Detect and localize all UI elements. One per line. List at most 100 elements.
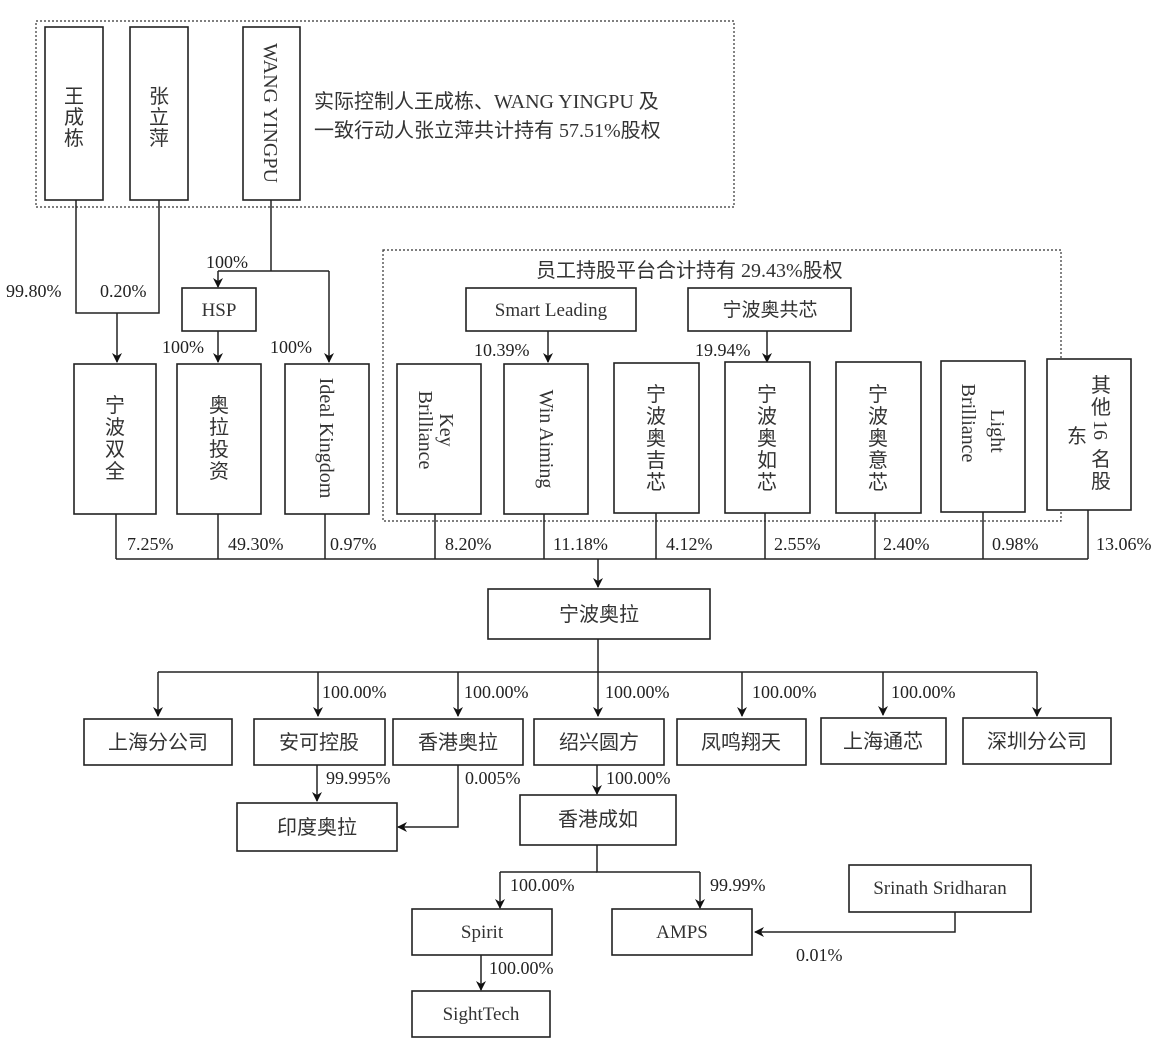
subsidiary-anke-holding-box: 安可控股 — [253, 718, 386, 766]
box-label: 香港奥拉 — [418, 731, 498, 754]
controllers-caption-line2: 一致行动人张立萍共计持有 57.51%股权 — [314, 119, 661, 142]
box-label: AMPS — [656, 922, 708, 943]
name-char: 张 — [149, 85, 169, 108]
shareholder-ningbo-aoyixin-box: 宁 波 奥 意 芯 — [835, 361, 922, 514]
name-char: 宁 — [868, 383, 888, 406]
name-char: 宁 — [757, 383, 777, 406]
hsp-box: HSP — [181, 287, 257, 332]
pct-label: 100.00% — [891, 682, 956, 702]
pct-label: 0.20% — [100, 281, 147, 301]
controller-wang-chengdong-box: 王 成 栋 — [44, 26, 104, 201]
box-label: Smart Leading — [495, 300, 608, 321]
connector — [596, 845, 700, 873]
pct-label: 100.00% — [752, 682, 817, 702]
name-vertical: WANG YINGPU — [259, 43, 281, 183]
pct-label: 100% — [270, 337, 312, 357]
name-char: 如 — [757, 449, 777, 472]
name-char: 立 — [149, 106, 169, 129]
pct-label: 100% — [162, 337, 204, 357]
name-vertical-line1: Light — [986, 409, 1008, 453]
name-char: 16 — [1089, 420, 1111, 440]
box-label: SightTech — [443, 1004, 520, 1025]
pct-label: 99.99% — [710, 875, 766, 895]
amps-box: AMPS — [611, 908, 753, 956]
shareholder-aola-investment-box: 奥 拉 投 资 — [176, 363, 262, 515]
box-label: Srinath Sridharan — [873, 878, 1007, 899]
box-label: 印度奥拉 — [277, 816, 357, 839]
pct-label: 99.80% — [6, 281, 62, 301]
name-vertical-line1: Key — [435, 413, 457, 446]
controller-zhang-liping-box: 张 立 萍 — [129, 26, 189, 201]
name-char: 全 — [105, 460, 125, 483]
pct-label: 0.97% — [330, 534, 377, 554]
controllers-caption-line1: 实际控制人王成栋、WANG YINGPU 及 — [314, 90, 659, 113]
shareholder-ningbo-shuangquan-box: 宁 波 双 全 — [73, 363, 157, 515]
name-char: 名 — [1091, 448, 1111, 471]
shareholder-ideal-kingdom-box: Ideal Kingdom — [284, 363, 370, 515]
shareholder-bus-lines — [115, 510, 1089, 560]
subsidiary-bus-lines — [158, 639, 1037, 673]
smart-leading-box: Smart Leading — [465, 287, 637, 332]
pct-label: 8.20% — [445, 534, 492, 554]
name-char: 芯 — [868, 471, 888, 494]
name-char: 奥 — [646, 427, 666, 450]
pct-label: 0.98% — [992, 534, 1039, 554]
name-char: 波 — [868, 405, 888, 428]
srinath-sridharan-box: Srinath Sridharan — [848, 864, 1032, 913]
pct-label: 100.00% — [489, 958, 554, 978]
name-char: 双 — [105, 439, 125, 461]
pct-label: 100.00% — [322, 682, 387, 702]
shareholder-light-brilliance-box: Light Brilliance — [940, 360, 1026, 513]
arrow — [397, 765, 459, 832]
box-label: 绍兴圆方 — [559, 731, 639, 754]
pct-label: 100.00% — [510, 875, 575, 895]
name-char: 成 — [64, 106, 84, 129]
employee-group-caption: 员工持股平台合计持有 29.43%股权 — [536, 259, 843, 282]
pct-label: 49.30% — [228, 534, 284, 554]
pct-label: 100% — [206, 252, 248, 272]
name-char: 东 — [1067, 425, 1087, 448]
box-label: 凤鸣翔天 — [701, 731, 781, 754]
shareholder-other-16-box: 其 他 16 名 股 东 — [1046, 358, 1132, 511]
name-char: 栋 — [64, 127, 84, 150]
name-char: 奥 — [209, 394, 229, 417]
name-char: 意 — [868, 449, 888, 472]
box-label: 上海分公司 — [108, 731, 208, 754]
box-label: 深圳分公司 — [987, 730, 1087, 753]
subsidiary-shenzhen-branch-box: 深圳分公司 — [962, 717, 1112, 765]
name-char: 波 — [757, 405, 777, 428]
shareholder-key-brilliance-box: Key Brilliance — [396, 363, 482, 515]
name-char: 奥 — [757, 427, 777, 450]
pct-label: 2.55% — [774, 534, 821, 554]
hsp-label: HSP — [202, 300, 237, 321]
box-label: Spirit — [461, 922, 504, 943]
sighttech-box: SightTech — [411, 990, 551, 1038]
name-char: 王 — [64, 86, 84, 108]
name-char: 奥 — [868, 427, 888, 450]
name-char: 宁 — [105, 394, 125, 417]
arrow — [754, 912, 956, 937]
india-aola-box: 印度奥拉 — [236, 802, 398, 852]
pct-label: 13.06% — [1096, 534, 1152, 554]
subsidiary-shanghai-branch-box: 上海分公司 — [83, 718, 233, 766]
pct-label: 7.25% — [127, 534, 174, 554]
hk-chengru-box: 香港成如 — [519, 794, 677, 846]
name-vertical: Win Aiming — [535, 390, 557, 489]
name-char: 投 — [209, 438, 229, 461]
pct-label: 0.01% — [796, 945, 843, 965]
pct-label: 99.995% — [326, 768, 391, 788]
pct-label: 2.40% — [883, 534, 930, 554]
name-char: 吉 — [646, 449, 666, 472]
pct-label: 4.12% — [666, 534, 713, 554]
subsidiary-shaoxing-yuanfang-box: 绍兴圆方 — [533, 718, 665, 766]
name-char: 萍 — [149, 127, 169, 150]
box-label: 香港成如 — [558, 808, 638, 831]
name-vertical-line2: Brilliance — [414, 391, 436, 470]
name-char: 宁 — [646, 383, 666, 406]
name-char: 波 — [105, 416, 125, 439]
company-ningbo-aola-box: 宁波奥拉 — [487, 588, 711, 640]
name-char: 资 — [209, 460, 229, 483]
pct-label: 19.94% — [695, 340, 751, 360]
subsidiary-fengming-xiangtian-box: 凤鸣翔天 — [676, 718, 807, 766]
